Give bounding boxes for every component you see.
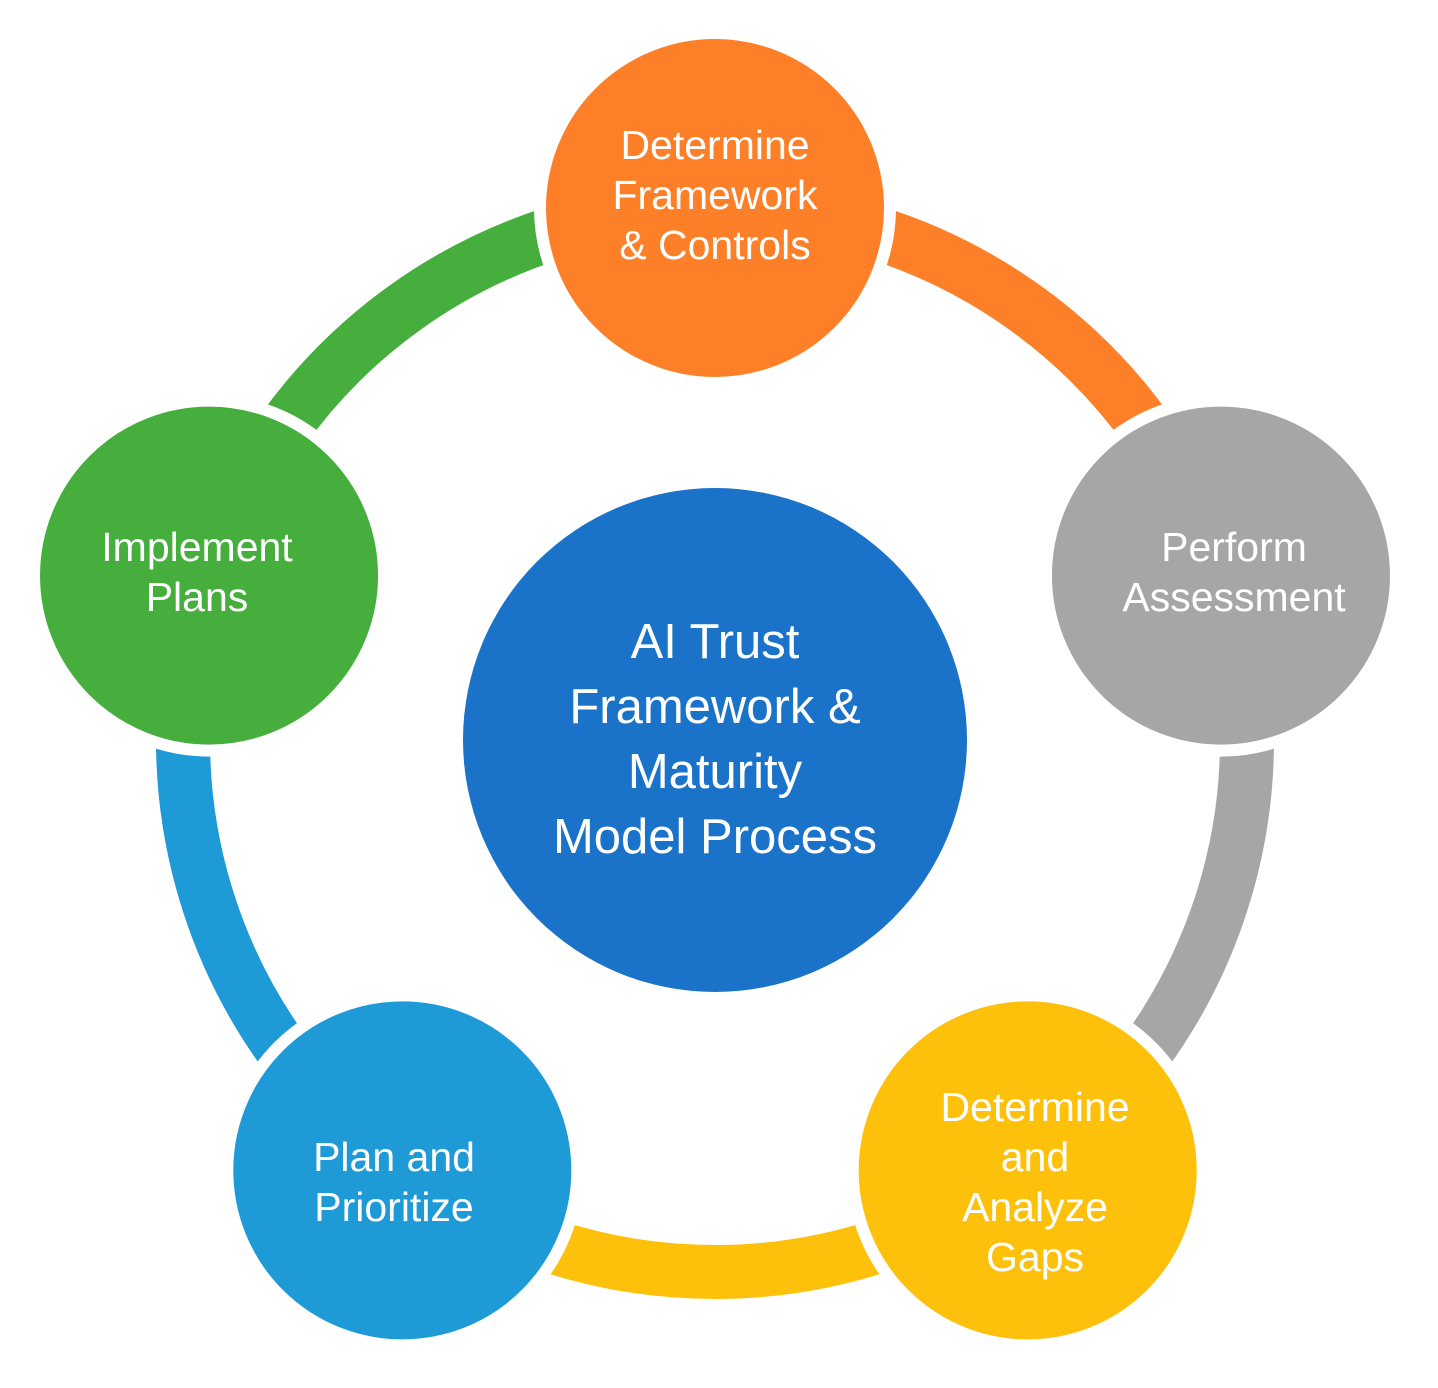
step-circle-prioritize bbox=[221, 989, 584, 1352]
step-circle-assessment bbox=[1039, 394, 1402, 757]
center-circle bbox=[463, 488, 967, 992]
step-circle-implement bbox=[28, 394, 391, 757]
center-label: AI Trust Framework & Maturity Model Proc… bbox=[552, 614, 878, 865]
step-label-plan-prioritize: Plan and Prioritize bbox=[313, 1133, 475, 1230]
step-label-perform-assessment: Perform Assessment bbox=[1122, 523, 1346, 620]
step-circle-framework bbox=[534, 27, 896, 389]
step-label-analyze-gaps: Determine and Analyze Gaps bbox=[940, 1083, 1130, 1281]
step-label-determine-framework: Determine Framework & Controls bbox=[612, 121, 818, 268]
step-label-implement-plans: Implement Plans bbox=[101, 523, 293, 620]
step-circle-gaps bbox=[846, 989, 1209, 1352]
